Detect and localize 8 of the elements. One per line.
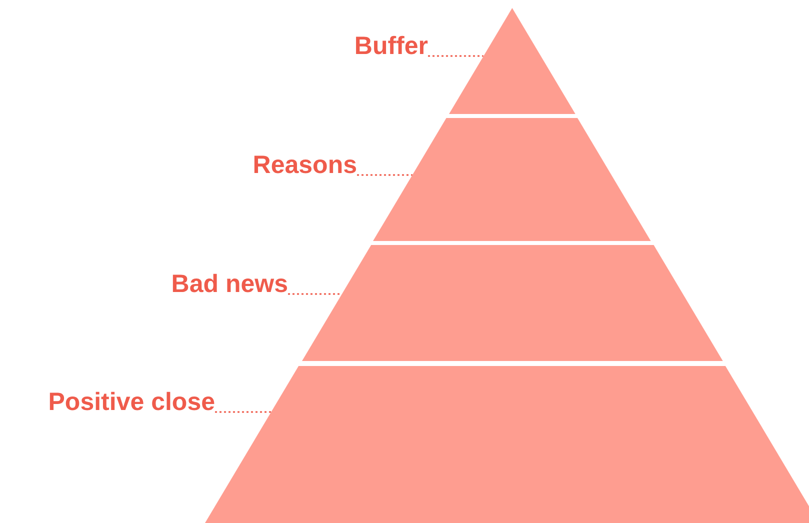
leader-line — [357, 174, 412, 176]
segment-label: Reasons — [252, 150, 357, 180]
segment-label: Bad news — [171, 269, 288, 299]
leader-line — [288, 293, 342, 295]
leader-line — [428, 55, 484, 57]
segment-label: Positive close — [48, 387, 215, 417]
segment-label: Buffer — [354, 31, 428, 61]
leader-line — [215, 411, 272, 413]
